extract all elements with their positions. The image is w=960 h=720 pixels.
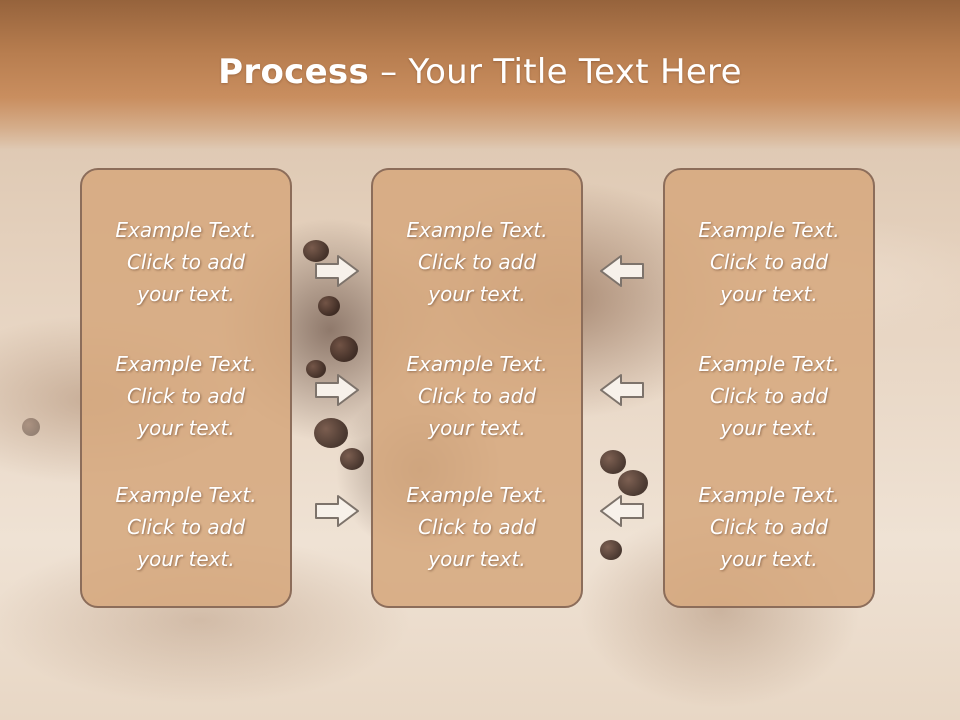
- text-placeholder[interactable]: Example Text. Click to add your text.: [115, 483, 257, 571]
- text-placeholder[interactable]: Example Text. Click to add your text.: [406, 483, 548, 571]
- text-placeholder[interactable]: Example Text. Click to add your text.: [698, 218, 840, 306]
- text-placeholder[interactable]: Example Text. Click to add your text.: [698, 483, 840, 571]
- background-chip: [306, 360, 326, 378]
- center-text-box[interactable]: Example Text. Click to add your text. Ex…: [371, 168, 583, 608]
- right-text-box[interactable]: Example Text. Click to add your text. Ex…: [663, 168, 875, 608]
- text-placeholder[interactable]: Example Text. Click to add your text.: [698, 352, 840, 440]
- background-chip: [618, 470, 648, 496]
- background-chip: [340, 448, 364, 470]
- right-arrow-icon[interactable]: [313, 253, 361, 289]
- background-chip: [330, 336, 358, 362]
- slide-title[interactable]: Process – Your Title Text Here: [0, 52, 960, 92]
- background-chip: [600, 540, 622, 560]
- text-placeholder[interactable]: Example Text. Click to add your text.: [406, 352, 548, 440]
- left-arrow-icon[interactable]: [598, 493, 646, 529]
- text-placeholder[interactable]: Example Text. Click to add your text.: [115, 352, 257, 440]
- right-arrow-icon[interactable]: [313, 493, 361, 529]
- title-band: [0, 0, 960, 150]
- right-arrow-icon[interactable]: [313, 372, 361, 408]
- background-chip: [22, 418, 40, 436]
- title-bold-text: Process: [218, 52, 370, 92]
- background-chip: [314, 418, 348, 448]
- left-text-box[interactable]: Example Text. Click to add your text. Ex…: [80, 168, 292, 608]
- text-placeholder[interactable]: Example Text. Click to add your text.: [115, 218, 257, 306]
- text-placeholder[interactable]: Example Text. Click to add your text.: [406, 218, 548, 306]
- title-text: – Your Title Text Here: [369, 52, 742, 92]
- background-chip: [318, 296, 340, 316]
- background-chip: [600, 450, 626, 474]
- left-arrow-icon[interactable]: [598, 372, 646, 408]
- background-chip: [303, 240, 329, 262]
- left-arrow-icon[interactable]: [598, 253, 646, 289]
